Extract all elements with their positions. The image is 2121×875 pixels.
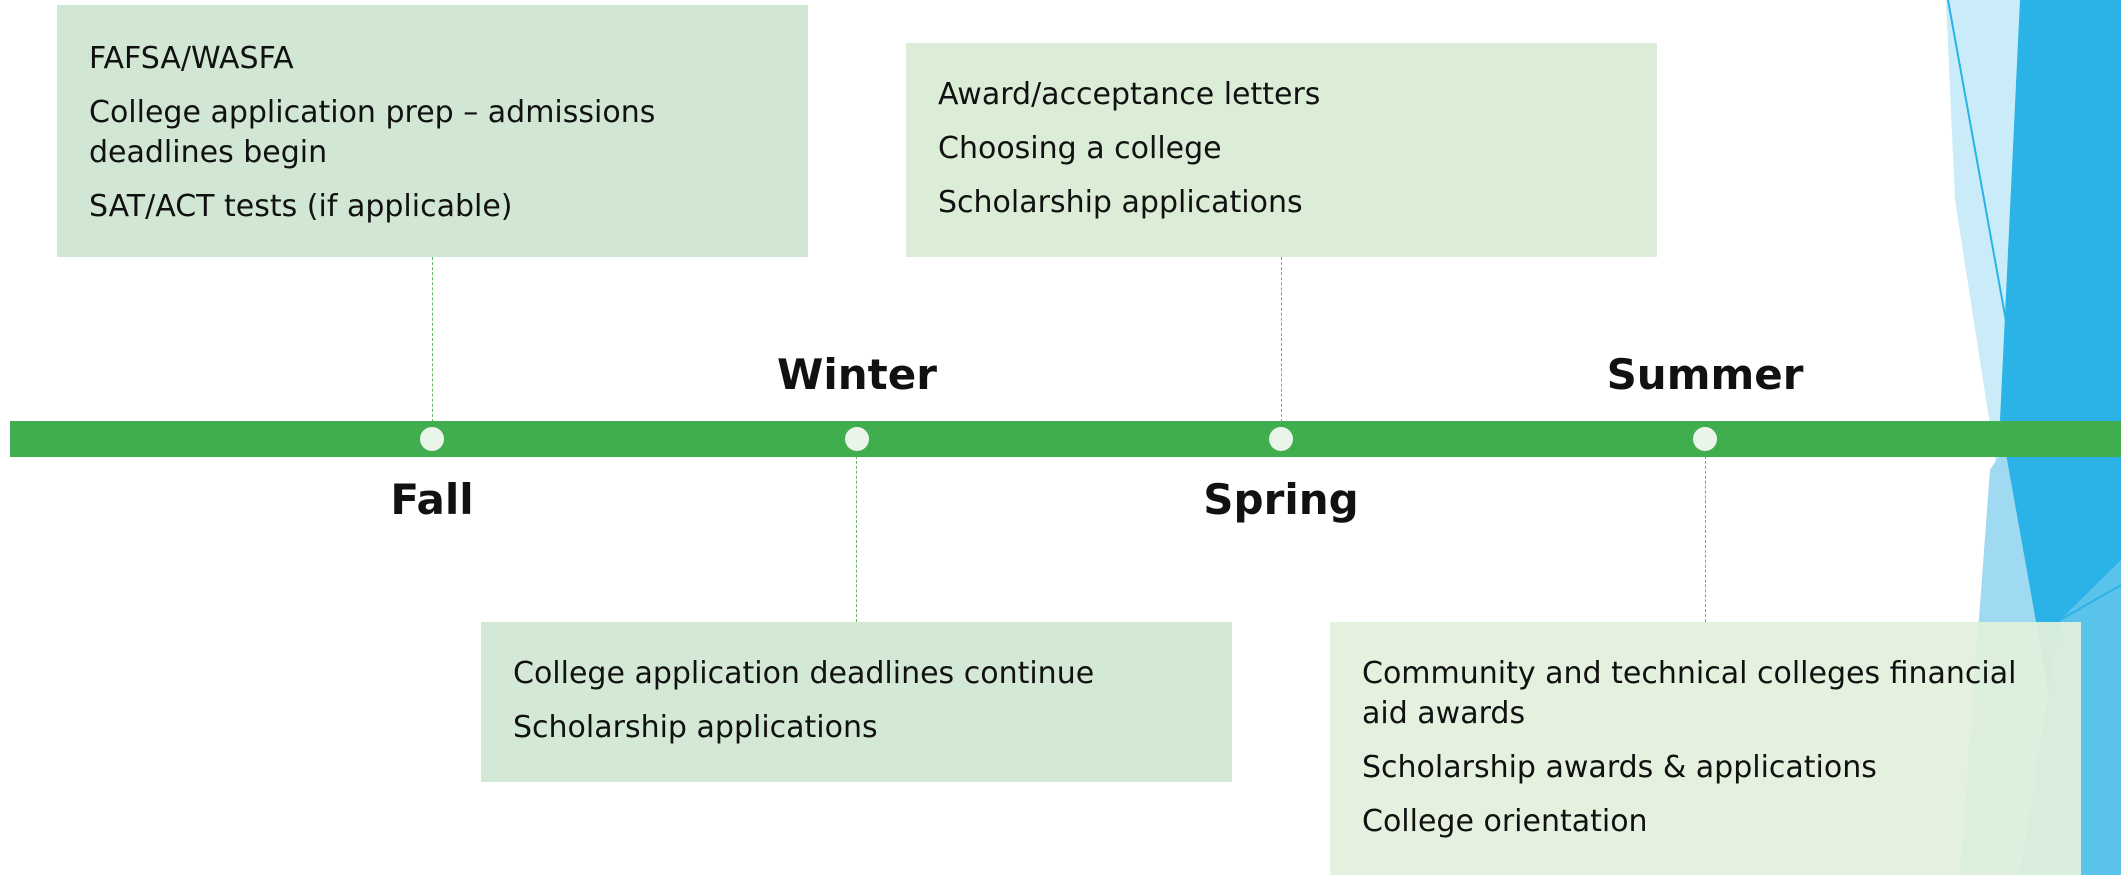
summer-item: College orientation	[1362, 804, 1648, 839]
decor-line	[1947, 0, 2061, 621]
season-label-winter: Winter	[777, 350, 937, 399]
spring-connector	[1281, 257, 1282, 427]
fall-connector	[432, 257, 433, 427]
spring-item: Award/acceptance letters	[938, 77, 1321, 112]
decor-line-2	[2059, 584, 2121, 621]
timeline-bar	[10, 421, 2121, 457]
fall-item: College application prep – admissions de…	[89, 95, 656, 170]
spring-item: Choosing a college	[938, 131, 1222, 166]
season-label-summer: Summer	[1606, 350, 1804, 399]
summer-item: Community and technical colleges financi…	[1362, 656, 2017, 731]
fall-node	[420, 427, 444, 451]
spring-box: Award/acceptance letters Choosing a coll…	[906, 43, 1657, 257]
winter-item: Scholarship applications	[513, 710, 878, 745]
fall-box: FAFSA/WASFA College application prep – a…	[57, 5, 808, 257]
summer-node	[1693, 427, 1717, 451]
winter-node	[845, 427, 869, 451]
fall-item: SAT/ACT tests (if applicable)	[89, 189, 513, 224]
winter-item: College application deadlines continue	[513, 656, 1095, 691]
decor-blue-shape	[2000, 0, 2121, 700]
summer-item: Scholarship awards & applications	[1362, 750, 1877, 785]
summer-connector	[1705, 451, 1706, 622]
summer-box: Community and technical colleges financi…	[1330, 622, 2081, 875]
spring-item: Scholarship applications	[938, 185, 1303, 220]
fall-item: FAFSA/WASFA	[89, 41, 294, 76]
winter-box: College application deadlines continue S…	[481, 622, 1232, 782]
winter-connector	[856, 451, 857, 622]
season-label-fall: Fall	[390, 475, 474, 524]
season-label-spring: Spring	[1203, 475, 1359, 524]
spring-node	[1269, 427, 1293, 451]
